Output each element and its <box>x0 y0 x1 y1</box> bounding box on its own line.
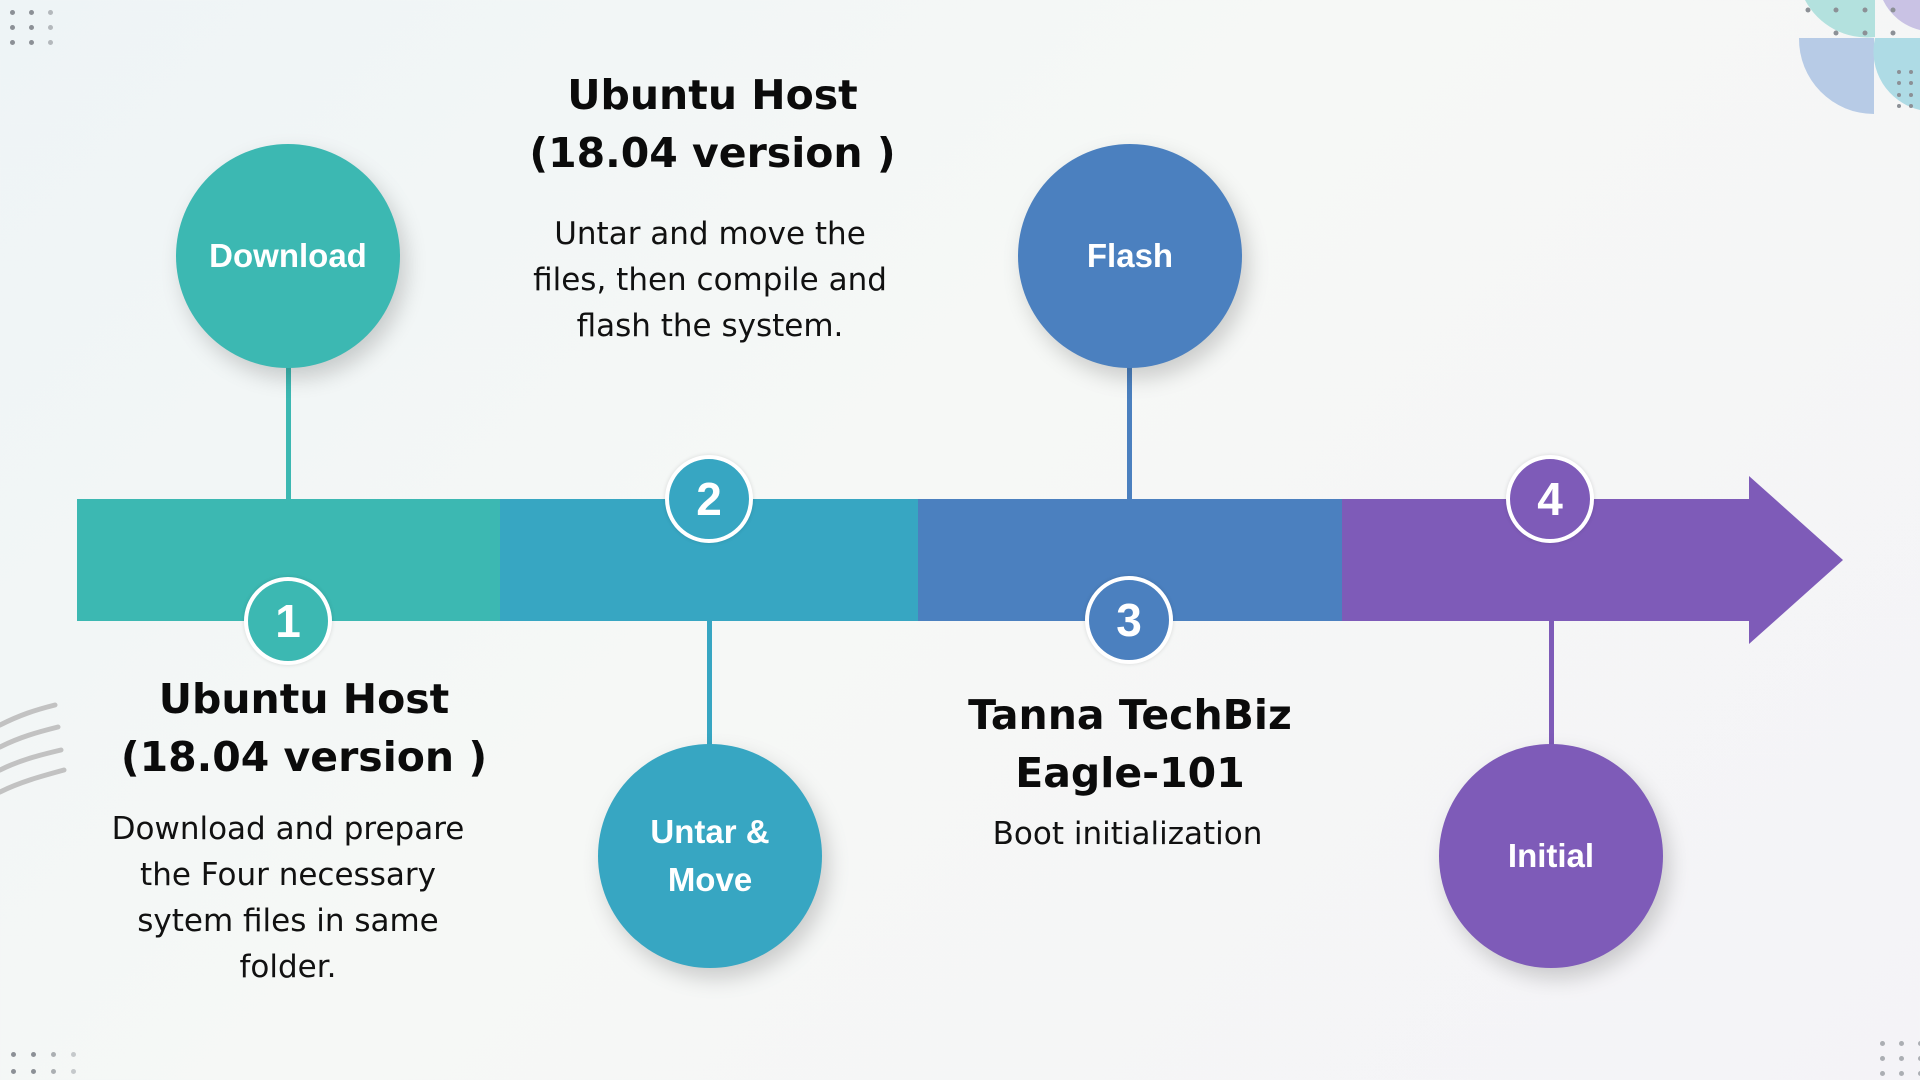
step-3-description: Boot initialization <box>930 811 1325 857</box>
step-2-circle[interactable]: Untar & Move <box>598 744 822 968</box>
step-2-description: Untar and move the files, then compile a… <box>500 211 920 349</box>
step-1-title-line-1: Ubuntu Host <box>158 675 450 723</box>
step-2-title: Ubuntu Host (18.04 version ) <box>510 66 915 182</box>
step-2-connector <box>707 620 712 745</box>
step-3-connector <box>1127 360 1132 500</box>
step-1-description-line: the Four necessary <box>140 857 436 893</box>
dot-grid-top-left <box>10 10 67 45</box>
step-3-description-line: Boot initialization <box>992 816 1263 852</box>
step-1-connector <box>286 360 291 500</box>
step-1-description-line: Download and prepare <box>111 811 465 847</box>
step-1-number: 1 <box>275 595 301 647</box>
step-3-number: 3 <box>1116 594 1142 646</box>
step-2-title-line-1: Ubuntu Host <box>567 71 858 119</box>
step-3-circle-label: Flash <box>1086 237 1174 274</box>
step-2-description-line: flash the system. <box>576 308 844 344</box>
step-4-connector <box>1549 620 1554 745</box>
step-4-circle[interactable]: Initial <box>1439 744 1663 968</box>
step-2-title-line-2: (18.04 version ) <box>529 129 896 177</box>
step-1-circle[interactable]: Download <box>176 144 400 368</box>
dot-grid-bottom-left <box>11 1052 91 1074</box>
step-4-number-badge: 4 <box>1506 455 1594 543</box>
step-1-title: Ubuntu Host (18.04 version ) <box>104 670 504 786</box>
step-3-title-line-2: Eagle-101 <box>1015 749 1245 797</box>
step-1-description: Download and prepare the Four necessary … <box>78 806 498 990</box>
step-1-description-line: folder. <box>239 949 337 985</box>
step-4-number: 4 <box>1537 473 1563 525</box>
dot-grid-bottom-right <box>1880 1041 1920 1076</box>
step-1-number-badge: 1 <box>244 577 332 665</box>
step-3-title-line-1: Tanna TechBiz <box>968 691 1292 739</box>
wave-lines-decoration <box>0 702 67 795</box>
step-2-description-line: files, then compile and <box>533 262 887 298</box>
step-2-circle-label-line-1: Untar & <box>650 813 770 850</box>
step-2-description-line: Untar and move the <box>554 216 866 252</box>
corner-pattern-decoration <box>1798 0 1920 114</box>
step-3-number-badge: 3 <box>1085 576 1173 664</box>
step-1-title-line-2: (18.04 version ) <box>120 733 488 781</box>
step-3-circle[interactable]: Flash <box>1018 144 1242 368</box>
step-1-circle-label: Download <box>209 237 367 274</box>
step-4-circle-label: Initial <box>1507 837 1595 874</box>
step-2-circle-label-line-2: Move <box>667 861 753 898</box>
timeline-arrowhead <box>1749 476 1843 644</box>
step-1-description-line: sytem files in same <box>137 903 439 939</box>
step-2-number-badge: 2 <box>665 455 753 543</box>
step-3-title: Tanna TechBiz Eagle-101 <box>930 686 1330 802</box>
step-2-number: 2 <box>696 473 722 525</box>
